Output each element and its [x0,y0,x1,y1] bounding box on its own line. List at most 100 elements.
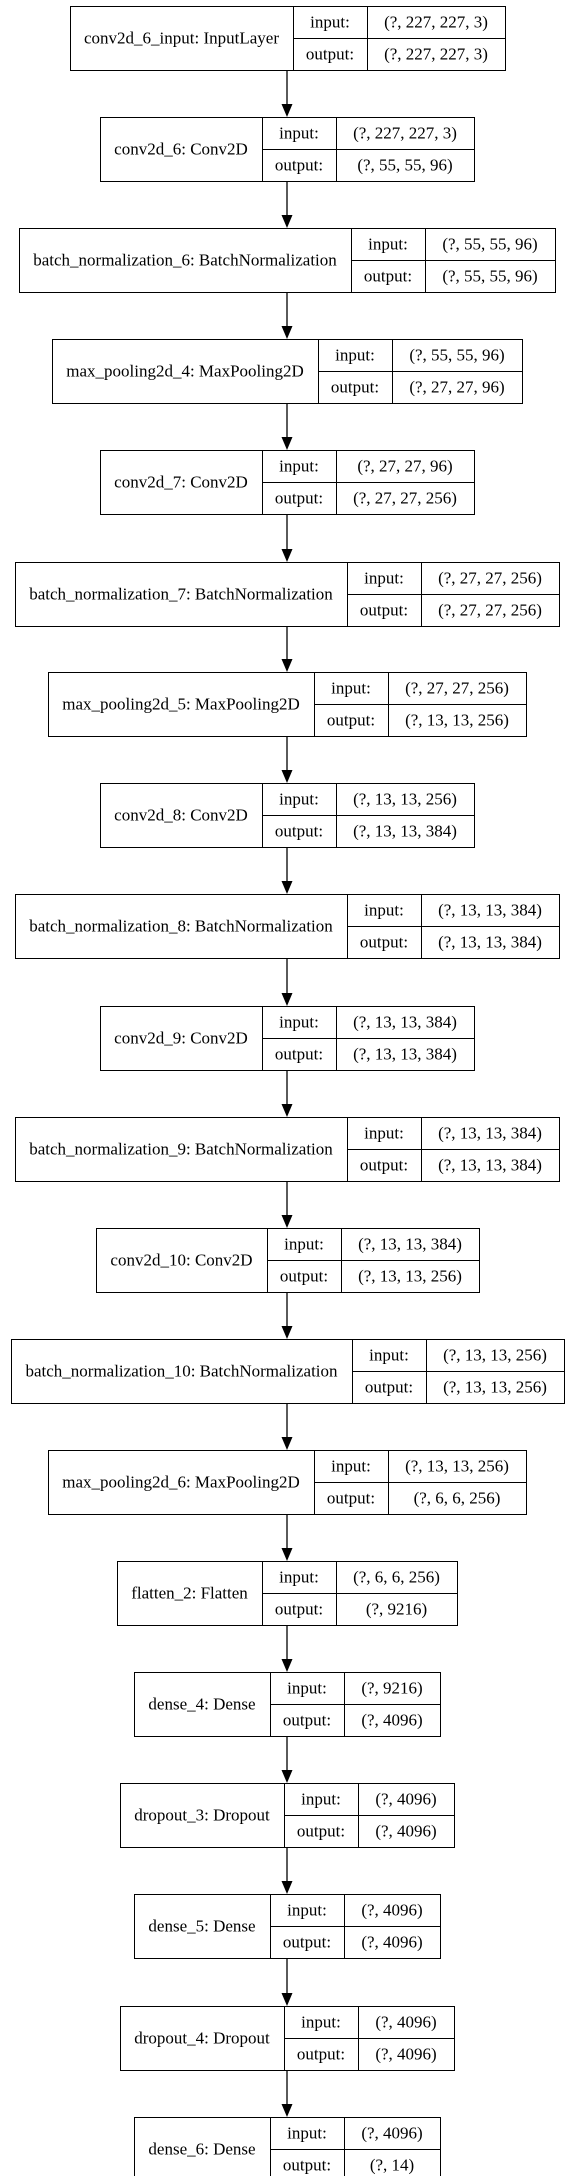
edge-arrow [281,1071,293,1117]
input-label: input: [287,2124,327,2143]
input-shape: (?, 9216) [361,1679,422,1698]
output-shape: (?, 13, 13, 384) [438,1156,542,1175]
input-label: input: [368,235,408,254]
layer-node-4: max_pooling2d_4: MaxPooling2Dinput:outpu… [52,339,523,404]
input-shape: (?, 13, 13, 384) [438,901,542,920]
output-label: output: [360,933,408,952]
output-shape: (?, 6, 6, 256) [414,1489,501,1508]
output-label: output: [275,1600,323,1619]
arrowhead-icon [281,1437,293,1450]
input-shape: (?, 27, 27, 96) [357,457,452,476]
input-shape: (?, 27, 27, 256) [438,569,542,588]
output-shape: (?, 4096) [375,1822,436,1841]
output-label: output: [280,1267,328,1286]
input-shape: (?, 55, 55, 96) [409,346,504,365]
input-label: input: [287,1901,327,1920]
layer-name: batch_normalization_7: BatchNormalizatio… [29,585,333,604]
output-label: output: [275,489,323,508]
arrowhead-icon [281,1770,293,1783]
output-label: output: [283,1711,331,1730]
arrowhead-icon [281,881,293,894]
layer-name: dense_5: Dense [148,1917,255,1936]
layer-name: conv2d_10: Conv2D [110,1251,252,1270]
output-label: output: [275,156,323,175]
arrowhead-icon [281,104,293,117]
output-label: output: [360,601,408,620]
layer-name: batch_normalization_10: BatchNormalizati… [25,1362,338,1381]
input-label: input: [369,1346,409,1365]
arrowhead-icon [281,326,293,339]
layer-name: dropout_4: Dropout [134,2029,270,2048]
layer-name: dense_4: Dense [148,1695,255,1714]
output-shape: (?, 9216) [366,1600,427,1619]
input-label: input: [287,1679,327,1698]
layer-name: conv2d_7: Conv2D [114,473,248,492]
layer-node-13: batch_normalization_10: BatchNormalizati… [11,1339,565,1404]
arrowhead-icon [281,437,293,450]
edge-arrow [281,627,293,672]
output-label: output: [283,2156,331,2175]
output-shape: (?, 13, 13, 384) [438,933,542,952]
arrowhead-icon [281,1326,293,1339]
arrowhead-icon [281,549,293,562]
output-label: output: [360,1156,408,1175]
layer-node-11: batch_normalization_9: BatchNormalizatio… [15,1117,560,1182]
input-label: input: [301,1790,341,1809]
edge-arrow [281,1959,293,2006]
arrowhead-icon [281,659,293,672]
layer-node-14: max_pooling2d_6: MaxPooling2Dinput:outpu… [48,1450,527,1515]
arrowhead-icon [281,1215,293,1228]
edge-arrow [281,515,293,562]
layer-name: conv2d_6_input: InputLayer [84,29,279,48]
layer-name: batch_normalization_8: BatchNormalizatio… [29,917,333,936]
layer-name: batch_normalization_9: BatchNormalizatio… [29,1140,333,1159]
layer-name: max_pooling2d_6: MaxPooling2D [62,1473,300,1492]
layer-name: conv2d_8: Conv2D [114,806,248,825]
output-shape: (?, 27, 27, 256) [353,489,457,508]
input-label: input: [364,1124,404,1143]
arrowhead-icon [281,993,293,1006]
layer-name: batch_normalization_6: BatchNormalizatio… [33,251,337,270]
input-label: input: [364,569,404,588]
edge-arrow [281,848,293,894]
output-shape: (?, 227, 227, 3) [384,45,488,64]
output-shape: (?, 13, 13, 384) [353,1045,457,1064]
input-label: input: [279,1568,319,1587]
input-shape: (?, 227, 227, 3) [353,124,457,143]
layer-node-1: conv2d_6_input: InputLayerinput:output:(… [70,6,506,71]
arrowhead-icon [281,770,293,783]
output-label: output: [364,267,412,286]
edge-arrow [281,1404,293,1450]
input-label: input: [331,679,371,698]
output-label: output: [306,45,354,64]
input-label: input: [335,346,375,365]
edge-arrow [281,2071,293,2117]
input-label: input: [279,1013,319,1032]
output-label: output: [297,1822,345,1841]
edge-arrow [281,1293,293,1339]
layer-node-6: batch_normalization_7: BatchNormalizatio… [15,562,560,627]
output-shape: (?, 13, 13, 256) [443,1378,547,1397]
edge-arrow [281,1515,293,1561]
edge-arrow [281,737,293,783]
arrowhead-icon [281,1104,293,1117]
layer-name: max_pooling2d_4: MaxPooling2D [66,362,304,381]
layer-nodes: conv2d_6_input: InputLayer input: output: (… [11,6,565,2176]
layer-name: max_pooling2d_5: MaxPooling2D [62,695,300,714]
layer-name: conv2d_6: Conv2D [114,140,248,159]
output-shape: (?, 55, 55, 96) [357,156,452,175]
arrowhead-icon [281,215,293,228]
output-shape: (?, 55, 55, 96) [442,267,537,286]
edges [281,71,293,2117]
output-shape: (?, 13, 13, 256) [405,711,509,730]
output-shape: (?, 4096) [361,1933,422,1952]
input-shape: (?, 13, 13, 384) [438,1124,542,1143]
edge-arrow [281,1737,293,1783]
arrowhead-icon [281,1881,293,1894]
input-shape: (?, 13, 13, 256) [353,790,457,809]
